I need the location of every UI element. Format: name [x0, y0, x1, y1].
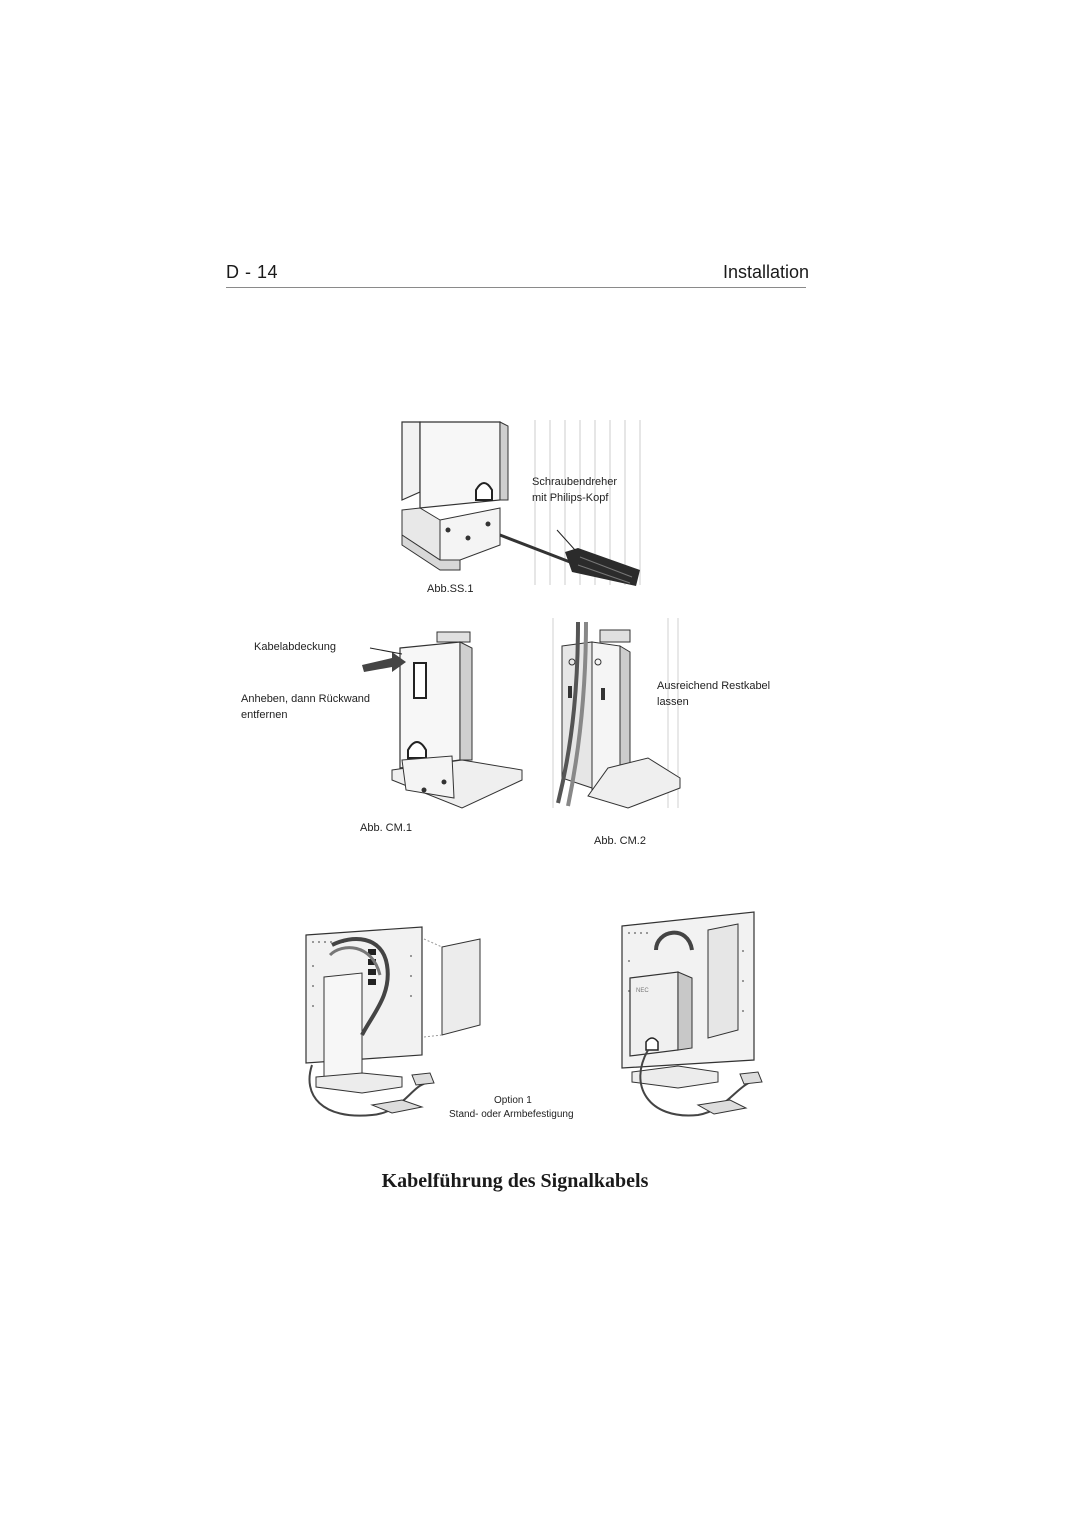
- page-number: D - 14: [226, 262, 279, 282]
- ss1-tool-label-line1: Schraubendreher: [532, 476, 618, 488]
- figure-cm2-illustration: [552, 618, 681, 809]
- cm1-action-label-line1: Anheben, dann Rückwand: [241, 693, 371, 705]
- cm2-label-line2: lassen: [657, 696, 689, 708]
- page-heading: Kabelführung des Signalkabels: [381, 1170, 649, 1192]
- nec-logo: NEC: [636, 988, 649, 994]
- cm1-caption: Abb. CM.1: [360, 822, 412, 834]
- header-rule: [226, 287, 806, 288]
- monitor-rear-closed-illustration: NEC: [621, 911, 763, 1117]
- section-title: Installation: [723, 262, 810, 282]
- figure-cm1-illustration: [362, 631, 523, 809]
- ss1-tool-label-line2: mit Philips-Kopf: [532, 492, 609, 504]
- option-line2: Stand- oder Armbefestigung: [449, 1109, 574, 1120]
- ss1-caption: Abb.SS.1: [427, 583, 474, 595]
- cm2-label-line1: Ausreichend Restkabel: [657, 680, 771, 692]
- cm1-action-label-line2: entfernen: [241, 709, 288, 721]
- cm2-caption: Abb. CM.2: [594, 835, 646, 847]
- cm1-cover-label: Kabelabdeckung: [254, 641, 336, 653]
- option-line1: Option 1: [494, 1095, 532, 1106]
- monitor-rear-open-illustration: [305, 926, 481, 1117]
- figure-ss1-illustration: [401, 420, 641, 586]
